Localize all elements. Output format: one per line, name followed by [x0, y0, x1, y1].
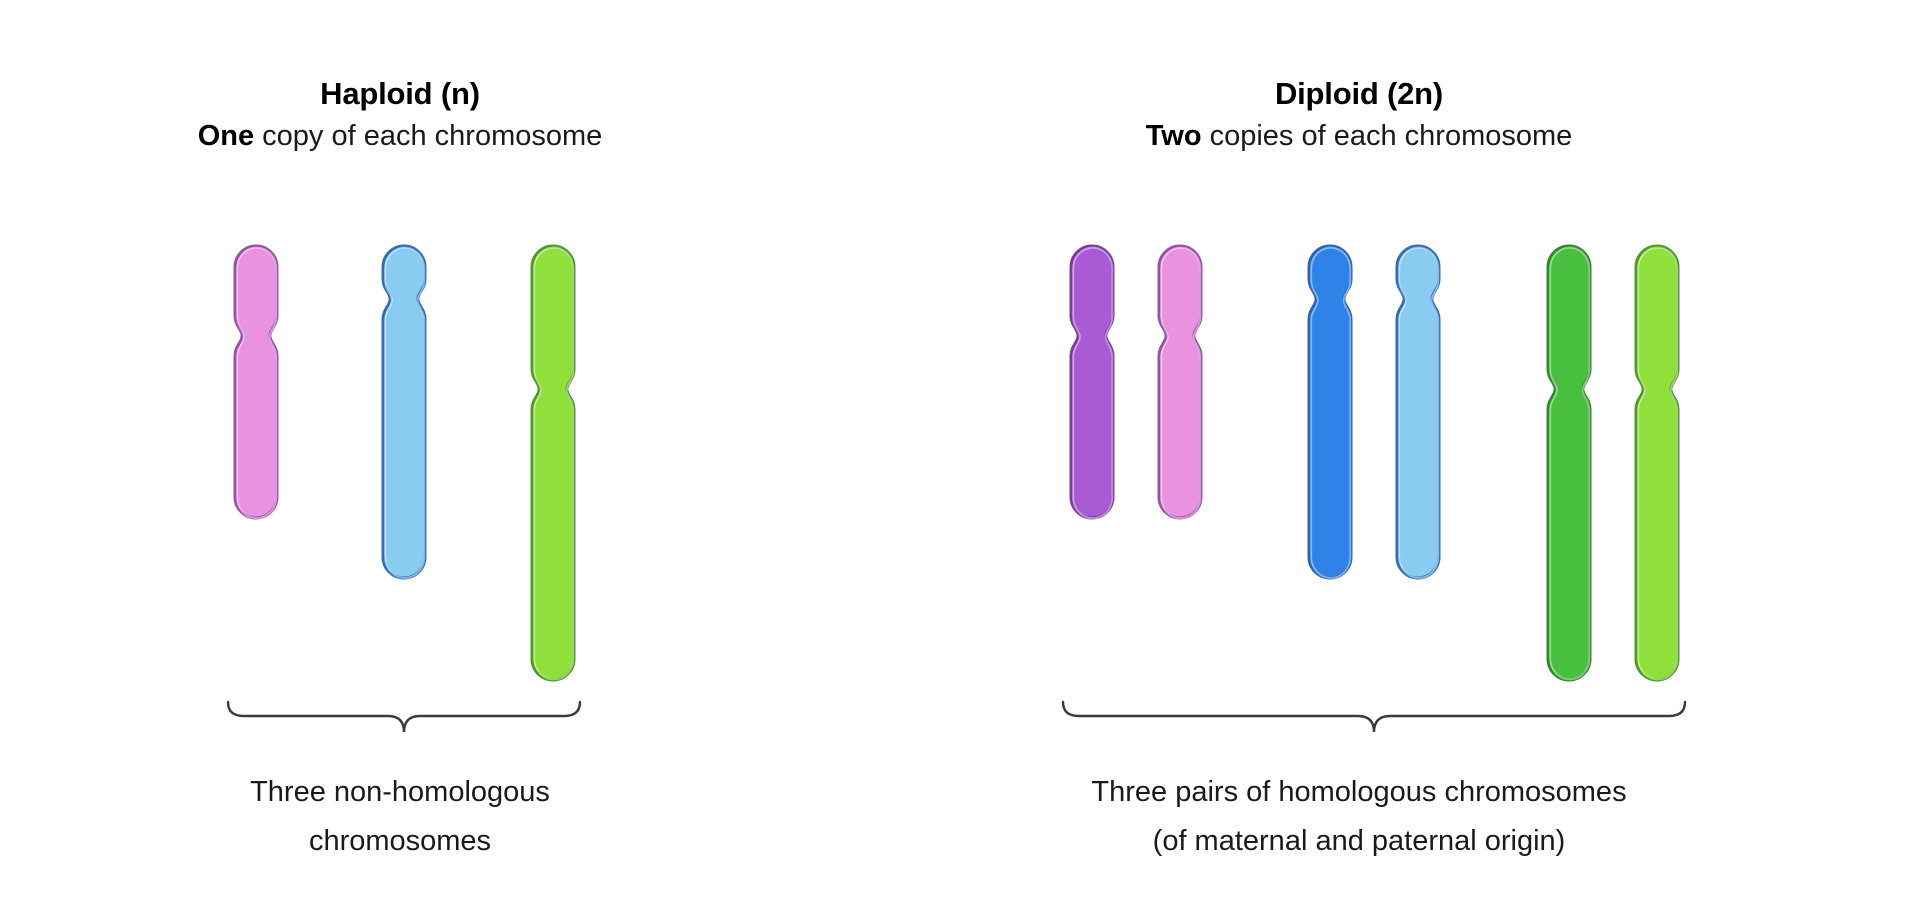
chromosome-green-maternal-highlight [1549, 246, 1591, 681]
chromosome-dark-blue-maternal[interactable] [1307, 244, 1353, 580]
chromosome-yellow-green-shape [530, 244, 576, 682]
haploid-subtitle: One copy of each chromosome [198, 120, 603, 152]
haploid-brace [0, 700, 800, 738]
brace-path [226, 700, 582, 733]
chromosome-pink-shape [233, 244, 279, 520]
chromosome-dark-blue-maternal-shape [1307, 244, 1353, 580]
chromosome-pink-highlight [236, 246, 278, 520]
chromosome-yellow-green[interactable] [530, 244, 576, 682]
chromosome-green-maternal[interactable] [1546, 244, 1592, 682]
brace-svg [1061, 700, 1687, 733]
diploid-caption: Three pairs of homologous chromosomes (of… [800, 768, 1918, 866]
chromosome-light-blue-paternal[interactable] [1395, 244, 1441, 580]
chromosome-purple-maternal-highlight [1072, 246, 1114, 520]
chromosome-purple-maternal-shape [1069, 244, 1115, 520]
caption-line-1: Three non-homologous [250, 776, 550, 808]
diploid-subtitle-lead: Two [1145, 120, 1202, 152]
haploid-subtitle-wrapper: One copy of each chromosome [0, 120, 800, 153]
diploid-title: Diploid (2n) [1274, 76, 1444, 111]
haploid-subtitle-rest: copy of each chromosome [254, 120, 603, 152]
chromosome-light-blue-paternal-highlight [1398, 246, 1440, 579]
chromosome-yellow-green-highlight [533, 246, 575, 681]
brace-path [1061, 700, 1687, 733]
chromosome-pink-paternal-highlight [1160, 246, 1202, 520]
panel-haploid: Haploid (n) One copy of each chromosome … [0, 0, 800, 920]
diploid-brace [800, 700, 1918, 738]
brace-svg [226, 700, 582, 733]
chromosome-pink-paternal-shape [1157, 244, 1203, 520]
chromosome-dark-blue-maternal-highlight [1310, 246, 1352, 579]
diploid-title-wrapper: Diploid (2n) [800, 76, 1918, 112]
caption-line-1: Three pairs of homologous chromosomes [1091, 776, 1627, 808]
diploid-subtitle-wrapper: Two copies of each chromosome [800, 120, 1918, 153]
chromosome-group-svg [1069, 244, 1680, 682]
chromosome-light-blue[interactable] [381, 244, 427, 580]
chromosome-green-maternal-shape [1546, 244, 1592, 682]
haploid-chromosome-field [0, 243, 800, 683]
chromosome-light-blue-highlight [384, 246, 426, 579]
caption-line-2: (of maternal and paternal origin) [1152, 825, 1566, 857]
haploid-subtitle-lead: One [197, 120, 255, 152]
diploid-subtitle-rest: copies of each chromosome [1201, 120, 1573, 152]
chromosome-pink[interactable] [233, 244, 279, 520]
caption-line-2: chromosomes [308, 825, 492, 857]
haploid-title-wrapper: Haploid (n) [0, 76, 800, 112]
chromosome-yellow-green-paternal[interactable] [1634, 244, 1680, 682]
chromosome-purple-maternal[interactable] [1069, 244, 1115, 520]
chromosome-yellow-green-paternal-highlight [1637, 246, 1679, 681]
chromosome-yellow-green-paternal-shape [1634, 244, 1680, 682]
haploid-title: Haploid (n) [320, 76, 480, 111]
chromosome-group-svg [233, 244, 576, 682]
diploid-chromosome-field [800, 243, 1918, 683]
diploid-subtitle: Two copies of each chromosome [1146, 120, 1573, 152]
chromosome-light-blue-paternal-shape [1395, 244, 1441, 580]
chromosome-pink-paternal[interactable] [1157, 244, 1203, 520]
haploid-caption: Three non-homologous chromosomes [0, 768, 800, 866]
chromosome-light-blue-shape [381, 244, 427, 580]
panel-diploid: Diploid (2n) Two copies of each chromoso… [800, 0, 1918, 920]
